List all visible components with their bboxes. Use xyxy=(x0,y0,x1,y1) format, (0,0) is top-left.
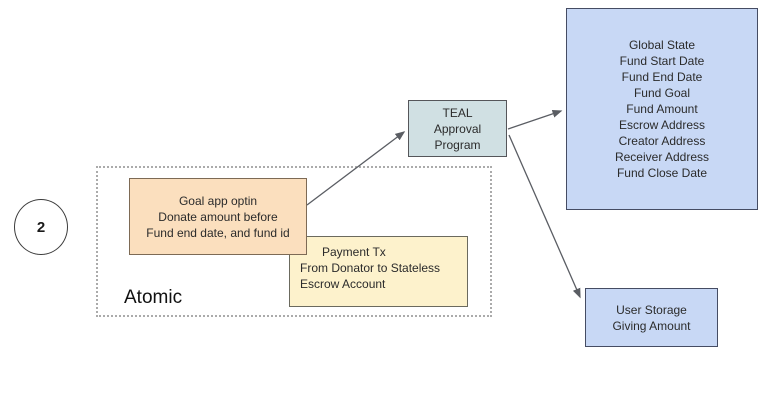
payment-tx-line: Payment Tx xyxy=(322,245,386,259)
goal-optin-line: Fund end date, and fund id xyxy=(146,225,290,240)
goal-optin-line: Goal app optin xyxy=(178,193,258,208)
atomic-group-label: Atomic xyxy=(124,287,183,308)
global-state-line: Fund Close Date xyxy=(616,166,708,180)
payment-tx-line: Escrow Account xyxy=(300,277,386,291)
arrow-teal-to-global-state xyxy=(507,109,563,130)
atomic-group-box: Atomic xyxy=(96,166,492,317)
payment-tx-line: From Donator to Stateless xyxy=(300,261,441,275)
goal-optin-box: Goal app optin Donate amount before Fund… xyxy=(129,178,307,255)
user-storage-line: Giving Amount xyxy=(612,318,691,333)
step-number-circle: 2 xyxy=(14,199,68,255)
global-state-line: Creator Address xyxy=(618,134,706,148)
global-state-line: Fund Start Date xyxy=(619,54,705,68)
user-storage-box: User Storage Giving Amount xyxy=(585,288,718,347)
teal-box-line: Program xyxy=(434,137,481,152)
goal-optin-line: Donate amount before xyxy=(158,209,278,224)
teal-approval-program-box: TEAL Approval Program xyxy=(408,100,507,157)
global-state-box: Global State Fund Start Date Fund End Da… xyxy=(566,8,758,210)
step-number-label: 2 xyxy=(36,218,46,236)
global-state-line: Fund Amount xyxy=(626,102,698,116)
global-state-line: Escrow Address xyxy=(618,118,706,132)
global-state-line: Fund Goal xyxy=(633,86,691,100)
payment-tx-box: Payment Tx From Donator to Stateless Esc… xyxy=(289,236,468,307)
teal-box-line: TEAL xyxy=(442,105,473,120)
teal-box-line: Approval xyxy=(433,121,482,136)
global-state-line: Global State xyxy=(628,38,696,52)
global-state-line: Receiver Address xyxy=(614,150,710,164)
user-storage-line: User Storage xyxy=(616,302,687,317)
global-state-line: Fund End Date xyxy=(621,70,703,84)
